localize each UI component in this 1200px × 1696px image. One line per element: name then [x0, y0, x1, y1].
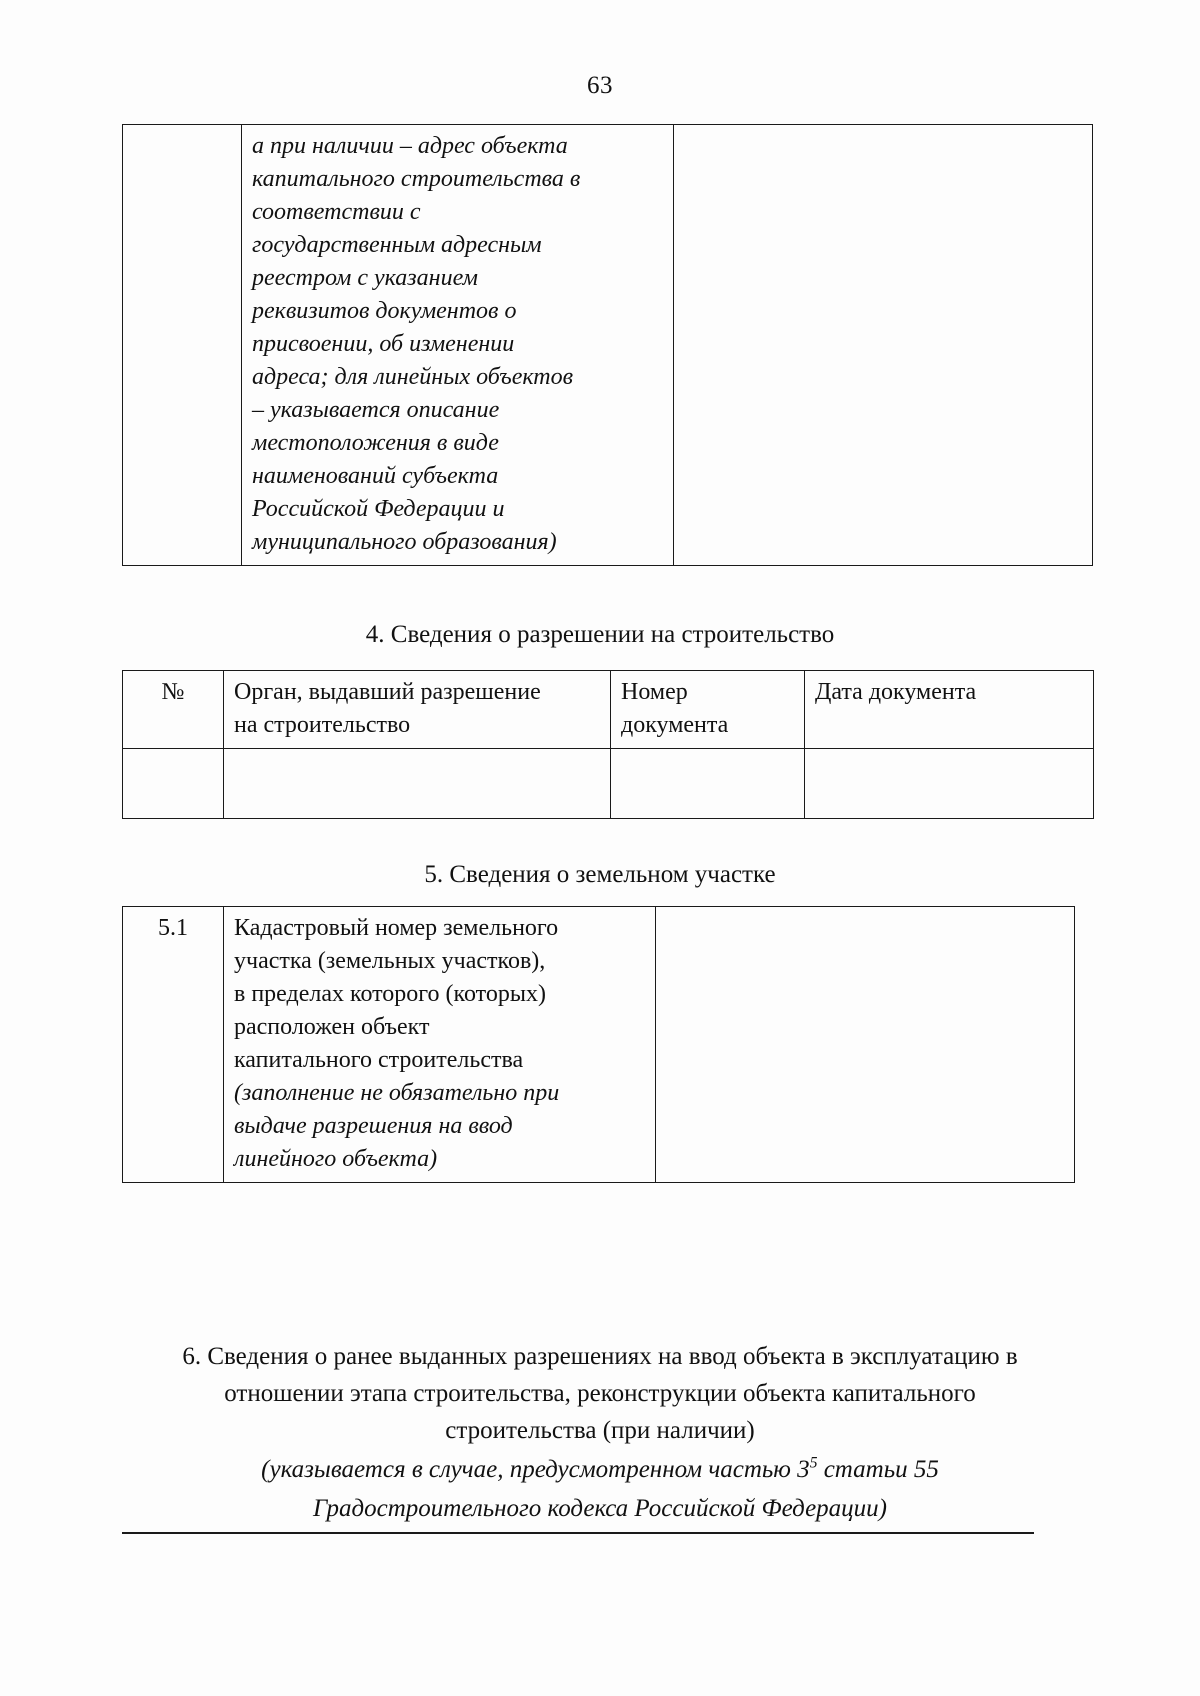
text-line: расположен объект: [234, 1014, 430, 1040]
text-line: присвоении, об изменении: [252, 331, 515, 357]
text-line: реквизитов документов о: [252, 298, 517, 324]
header-document-date: Дата документа: [804, 670, 1094, 749]
text-line: строительства (при наличии): [445, 1417, 755, 1444]
text-line: государственным адресным: [252, 232, 542, 258]
section-4-heading: 4. Сведения о разрешении на строительств…: [365, 621, 835, 648]
building-permit-table: № Орган, выдавший разрешение на строител…: [122, 670, 1094, 819]
text-line: отношении этапа строительства, реконстру…: [224, 1380, 976, 1407]
row-number-cell: [122, 124, 242, 566]
note-line-with-superscript: (указывается в случае, предусмотренном ч…: [130, 1450, 1070, 1489]
text-line: муниципального образования): [252, 529, 557, 555]
text-line: – указывается описание: [252, 397, 500, 423]
superscript-marker: 5: [809, 1454, 818, 1472]
text-line: адреса; для линейных объектов: [252, 364, 574, 390]
text-line: участка (земельных участков),: [234, 948, 546, 974]
permit-number-cell[interactable]: [610, 748, 805, 819]
parcel-value-cell[interactable]: [655, 906, 1075, 1183]
section-6-paragraph: 6. Сведения о ранее выданных разрешениях…: [130, 1338, 1070, 1449]
footer-divider: [122, 1532, 1034, 1534]
text-line: Номер: [621, 679, 688, 705]
header-document-number: Номер документа: [610, 670, 805, 749]
text-line: 6. Сведения о ранее выданных разрешениях…: [182, 1343, 1018, 1370]
text-line: Орган, выдавший разрешение: [234, 679, 541, 705]
address-value-cell[interactable]: [673, 124, 1093, 566]
section-6-note: (указывается в случае, предусмотренном ч…: [130, 1450, 1070, 1528]
table-row: 5.1 Кадастровый номер земельного участка…: [122, 906, 1075, 1183]
text-line-italic: выдаче разрешения на ввод: [234, 1113, 513, 1139]
text-line: Российской Федерации и: [252, 496, 505, 522]
address-description-table: а при наличии – адрес объекта капитально…: [122, 124, 1093, 566]
parcel-row-number-cell: 5.1: [122, 906, 224, 1183]
text-line: соответствии с: [252, 199, 421, 225]
text-line: наименований субъекта: [252, 463, 499, 489]
permit-authority-cell[interactable]: [223, 748, 611, 819]
note-text-after-superscript: статьи 55: [817, 1456, 939, 1483]
text-line: в пределах которого (которых): [234, 981, 546, 1007]
parcel-description-cell: Кадастровый номер земельного участка (зе…: [223, 906, 656, 1183]
table-header-row: № Орган, выдавший разрешение на строител…: [122, 670, 1094, 749]
text-line: Кадастровый номер земельного: [234, 915, 559, 941]
permit-date-cell[interactable]: [804, 748, 1094, 819]
address-description-cell: а при наличии – адрес объекта капитально…: [241, 124, 674, 566]
section-5-heading: 5. Сведения о земельном участке: [424, 861, 776, 888]
page-number: 63: [587, 72, 613, 99]
text-line-italic: линейного объекта): [234, 1146, 438, 1172]
header-issuing-authority: Орган, выдавший разрешение на строительс…: [223, 670, 611, 749]
table-row: [122, 748, 1094, 819]
text-line: на строительство: [234, 712, 411, 738]
text-line: Градостроительного кодекса Российской Фе…: [312, 1495, 888, 1522]
permit-row-number-cell[interactable]: [122, 748, 224, 819]
land-parcel-table: 5.1 Кадастровый номер земельного участка…: [122, 906, 1075, 1183]
text-line: а при наличии – адрес объекта: [252, 133, 568, 159]
text-line: местоположения в виде: [252, 430, 499, 456]
text-line: капитального строительства в: [252, 166, 581, 192]
text-line: документа: [621, 712, 729, 738]
note-text-before-superscript: (указывается в случае, предусмотренном ч…: [261, 1456, 810, 1483]
table-row: а при наличии – адрес объекта капитально…: [122, 124, 1093, 566]
text-line-italic: (заполнение не обязательно при: [234, 1080, 560, 1106]
header-number: №: [122, 670, 224, 749]
text-line: реестром с указанием: [252, 265, 478, 291]
text-line: капитального строительства: [234, 1047, 524, 1073]
